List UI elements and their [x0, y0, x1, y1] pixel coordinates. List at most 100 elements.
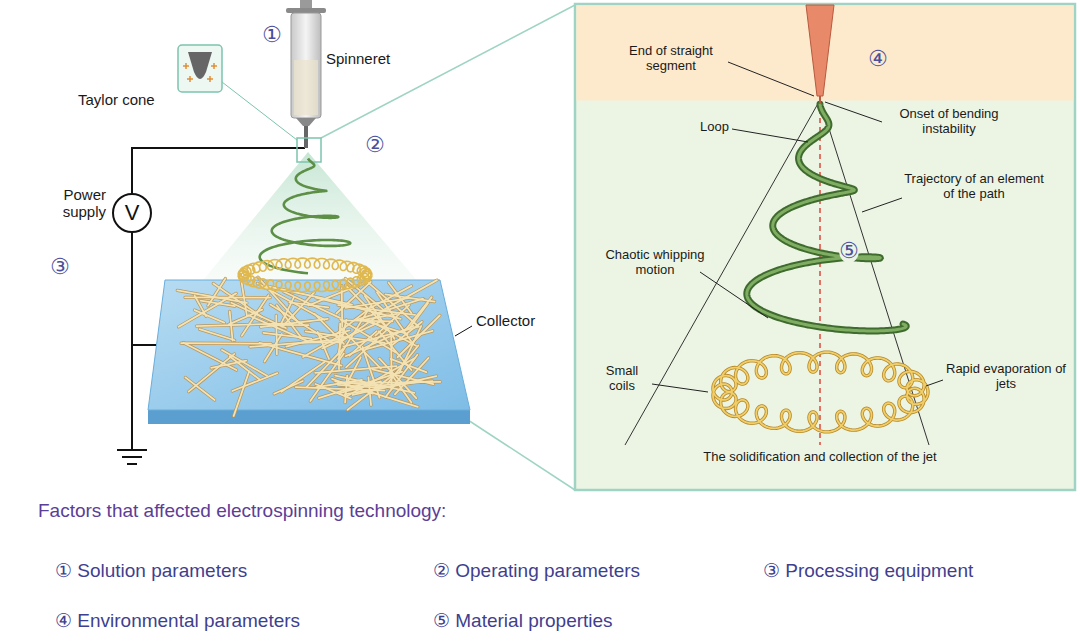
fiber	[263, 333, 311, 339]
power-supply-symbol: V	[112, 193, 152, 233]
fiber	[357, 299, 423, 320]
fiber	[222, 350, 267, 376]
fiber	[338, 320, 346, 355]
fiber	[178, 293, 236, 326]
list-heading: Factors that affected electrospinning te…	[38, 500, 446, 522]
jet-helix	[713, 104, 928, 432]
ground-symbol	[127, 463, 137, 465]
part-label: Collector	[476, 312, 535, 329]
fiber	[248, 315, 307, 341]
fiber	[335, 309, 369, 335]
part-label: Power supply	[46, 186, 106, 221]
fiber	[242, 295, 269, 336]
panel-caption: The solidification and collection of the…	[610, 450, 1030, 465]
fiber	[222, 350, 267, 376]
fiber	[248, 315, 307, 341]
fiber	[379, 358, 416, 398]
charge-signs	[183, 63, 217, 82]
fiber	[346, 326, 414, 356]
syringe-barrel	[291, 13, 321, 118]
envelope-line	[820, 100, 929, 445]
collector-plate	[148, 280, 470, 410]
syringe-tip	[296, 118, 316, 126]
wire	[132, 344, 156, 346]
part-label: Taylor cone	[78, 91, 155, 108]
fiber	[339, 381, 381, 393]
fiber	[234, 371, 249, 416]
spray-cone	[195, 152, 425, 290]
fiber	[194, 310, 224, 323]
fiber	[338, 307, 370, 359]
fiber	[178, 293, 236, 326]
nozzle	[806, 5, 834, 96]
zoom-line	[321, 5, 575, 138]
list-item: ② Operating parameters	[433, 560, 640, 582]
syringe-flange	[286, 8, 326, 13]
fiber	[348, 357, 360, 380]
callout-number: ④	[868, 46, 888, 71]
callout-number: ①	[262, 22, 282, 47]
spinneret-needle	[304, 126, 308, 148]
leader-line	[222, 82, 297, 140]
jet-coils	[713, 352, 928, 432]
collector-plate-edge	[148, 410, 470, 424]
fiber	[189, 354, 235, 392]
fiber-mat	[177, 275, 440, 416]
wire	[132, 148, 305, 193]
jet-helix	[260, 159, 351, 274]
fiber	[381, 381, 432, 385]
jet-helix	[747, 104, 906, 331]
leader-lines	[652, 62, 943, 392]
annotation: Loop	[700, 120, 729, 135]
callout-number: ②	[365, 132, 385, 157]
leader-line	[455, 326, 472, 336]
fiber	[346, 358, 414, 396]
annotation: Rapid evaporation of jets	[945, 362, 1067, 392]
fiber	[213, 283, 261, 316]
fiber	[270, 305, 332, 343]
fiber	[340, 327, 381, 368]
annotation: Small coils	[592, 364, 652, 394]
fiber	[189, 354, 235, 392]
fiber	[200, 329, 235, 340]
fiber	[185, 377, 214, 400]
fiber	[213, 283, 261, 316]
callout-number: ⑤	[839, 238, 859, 263]
detail-panel	[575, 4, 1075, 490]
taylor-cone	[188, 52, 212, 79]
fiber	[275, 315, 277, 354]
part-label: Spinneret	[326, 50, 390, 67]
straight-segment	[819, 96, 821, 104]
list-item: ④ Environmental parameters	[55, 610, 300, 632]
jet-coils	[238, 258, 372, 292]
jet-coils	[713, 352, 928, 432]
fiber	[183, 343, 236, 370]
axis-line	[819, 100, 821, 445]
taylor-cone-inset	[178, 45, 222, 92]
wire	[131, 233, 133, 450]
fiber	[289, 302, 328, 307]
fiber	[343, 327, 418, 347]
callout-number: ③	[50, 254, 70, 279]
fiber	[194, 310, 224, 323]
fiber	[234, 371, 249, 416]
annotation: Trajectory of an element of the path	[904, 172, 1044, 202]
fiber	[181, 342, 271, 344]
list-item: ③ Processing equipment	[763, 560, 973, 582]
list-item: ⑤ Material properties	[433, 610, 613, 632]
annotation: Onset of bending instability	[884, 107, 1014, 137]
fiber	[230, 311, 233, 340]
syringe-solution	[294, 60, 318, 115]
jet-helix	[747, 104, 906, 331]
fiber	[398, 315, 440, 357]
fiber	[200, 329, 235, 340]
annotation: Chaotic whipping motion	[596, 248, 714, 278]
fiber	[181, 342, 271, 346]
list-item: ① Solution parameters	[55, 560, 247, 582]
annotation: End of straight segment	[612, 44, 730, 74]
fiber	[390, 337, 392, 389]
fiber	[183, 343, 236, 370]
fiber	[310, 353, 344, 401]
